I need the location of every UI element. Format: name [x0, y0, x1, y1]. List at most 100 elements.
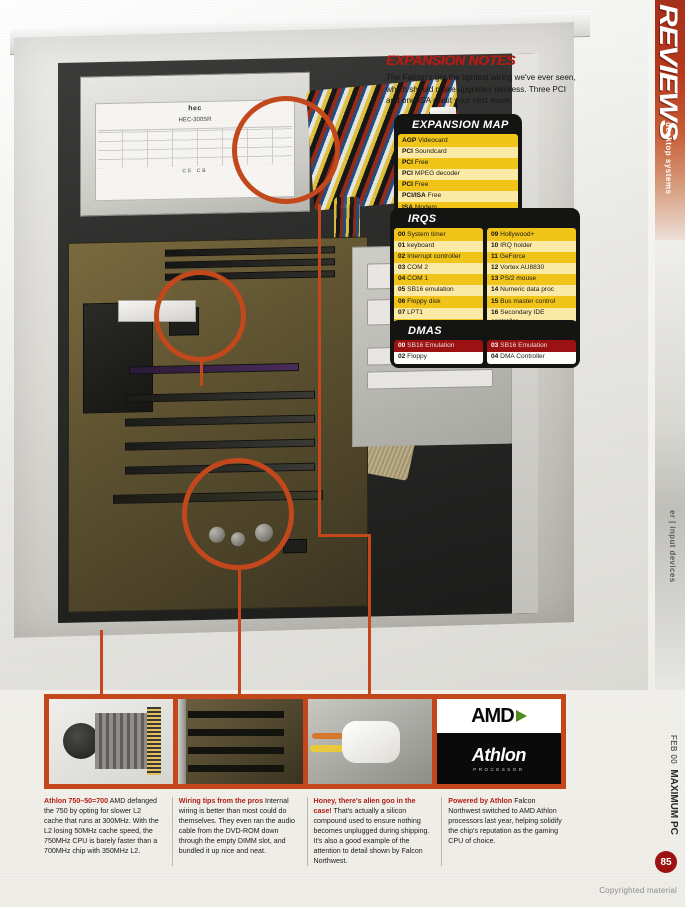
amd-brand-text: AMD — [471, 704, 515, 727]
expansion-map-row: PCI/ISA Free — [398, 191, 518, 203]
caption-lead-in: Athlon 750–50=700 — [44, 797, 109, 805]
expansion-notes-block: EXPANSION NOTES The Falcon's got the tig… — [386, 52, 578, 107]
expansion-map-row: PCI Free — [402, 181, 429, 189]
dimm-slot-2 — [165, 258, 335, 269]
athlon-wordmark: Athlon — [471, 745, 526, 765]
heatsink-fins — [95, 713, 153, 769]
cpu-cooler-photo — [49, 699, 174, 784]
expansion-map-row: AGP Videocard — [402, 137, 448, 145]
pci-slot-photo-3 — [188, 747, 285, 754]
caption-lead-in: Wiring tips from the pros — [178, 797, 264, 805]
expansion-map-title: EXPANSION MAP — [412, 119, 509, 131]
irq-row: 15 Bus master control — [491, 297, 556, 305]
athlon-badge: Athlon PROCESSOR — [436, 733, 561, 784]
leader-line-4 — [318, 534, 370, 537]
caption-body: That's actually a silicon compound used … — [313, 806, 430, 865]
issue-date: FEB 00 — [669, 735, 678, 765]
irq-row: 04 COM 1 — [398, 275, 429, 283]
irq-row: 10 IRQ holder — [487, 241, 576, 253]
magazine-name: MAXIMUM PC — [668, 769, 679, 835]
callout-circle-pci-slots — [182, 458, 294, 570]
amd-wordmark: AMD — [437, 699, 561, 733]
molex-with-compound — [341, 721, 400, 763]
pci-slot-photo-4 — [188, 765, 285, 772]
copyright-notice: Copyrighted material — [599, 886, 677, 895]
page-edge-strip — [655, 240, 685, 690]
irq-row: 05 SB16 emulation — [394, 285, 483, 297]
leader-line-6 — [200, 358, 203, 386]
leader-line-5 — [368, 534, 371, 694]
dma-row: 00 SB16 Emulation — [394, 340, 483, 352]
caption-body: Falcon Northwest switched to AMD Athlon … — [448, 797, 562, 845]
pci-slot-3 — [125, 438, 315, 451]
photo-caption: Athlon 750–50=700 AMD defanged the 750 b… — [44, 797, 162, 866]
cartridge-edge-connector — [147, 707, 161, 775]
irq-row: 11 GeForce — [491, 253, 526, 261]
agp-slot — [129, 362, 299, 375]
caption-lead-in: Honey, there's alien goo in the case! — [313, 797, 416, 815]
pci-slot-2 — [125, 414, 315, 427]
cooler-fan-icon — [63, 723, 99, 759]
yellow-wire — [309, 745, 358, 752]
expansion-notes-body: The Falcon's got the tightest wiring we'… — [386, 73, 576, 106]
motherboard-slots-photo — [178, 699, 303, 784]
irq-row: 06 Floppy disk — [398, 297, 441, 305]
leader-line-3 — [318, 204, 321, 534]
irqs-title: IRQS — [408, 213, 437, 225]
issue-footer: FEB 00 MAXIMUM PC — [668, 735, 679, 835]
section-tab-sublabel: desktop systems — [664, 122, 673, 195]
leader-line-1 — [100, 630, 103, 694]
amd-arrow-icon — [515, 710, 527, 722]
edge-category-label: er | input devices — [668, 510, 677, 583]
dma-row: 02 Floppy — [394, 351, 483, 364]
expansion-notes-title: EXPANSION NOTES — [386, 52, 516, 68]
orange-wire — [311, 733, 352, 739]
irq-row: 01 keyboard — [394, 241, 483, 253]
callout-circle-dimm — [154, 270, 246, 362]
photo-caption: Powered by Athlon Falcon Northwest switc… — [441, 797, 566, 867]
irq-row: 03 COM 2 — [394, 263, 483, 275]
dmas-title: DMAS — [408, 325, 442, 337]
irq-row: 12 Vortex AU8830 — [487, 263, 576, 275]
section-tab-label: REVIEWS — [654, 4, 682, 140]
silicon-goo-photo — [307, 699, 432, 784]
dma-row: 03 SB16 Emulation — [487, 340, 576, 352]
section-tab-reviews: REVIEWS desktop systems — [654, 0, 685, 240]
expansion-map-row: ISA Modem — [398, 202, 518, 213]
caption-row: Athlon 750–50=700 AMD defanged the 750 b… — [44, 797, 566, 867]
photo-caption: Honey, there's alien goo in the case! Th… — [306, 797, 432, 867]
expansion-map-row: PCI Soundcard — [398, 147, 518, 159]
caption-lead-in: Powered by Athlon — [448, 797, 513, 805]
irq-row: 13 PS/2 mouse — [491, 275, 537, 283]
amd-athlon-logo: AMD Athlon PROCESSOR — [436, 699, 561, 784]
expansion-map-row: PCI MPEG decoder — [398, 169, 518, 181]
io-bracket-edge — [178, 699, 187, 784]
irq-row: 07 LPT1 — [394, 307, 483, 319]
expansion-map-row: PCI Free — [402, 159, 429, 167]
caption-body: AMD defanged the 750 by opting for slowe… — [44, 797, 159, 855]
photo-caption: Wiring tips from the pros Internal wirin… — [171, 797, 297, 867]
leader-line-2 — [238, 570, 241, 694]
irq-row: 09 Hollywood+ — [491, 231, 535, 239]
irq-row: 02 Interrupt controller — [398, 253, 461, 261]
pci-slot-photo-1 — [188, 711, 285, 718]
bottom-photo-strip: AMD Athlon PROCESSOR — [44, 694, 566, 789]
dma-row: 04 DMA Controller — [487, 351, 576, 364]
pci-slot-photo-2 — [188, 729, 285, 736]
dimm-slot-1 — [165, 246, 335, 257]
drive-bay-slot-6 — [367, 368, 493, 390]
caption-body: Internal wiring is better than most coul… — [178, 797, 295, 855]
irq-row: 00 System timer — [398, 231, 446, 239]
athlon-tagline: PROCESSOR — [473, 767, 525, 772]
callout-circle-wiring — [232, 96, 340, 204]
irq-row: 14 Numeric data proc — [487, 285, 576, 297]
